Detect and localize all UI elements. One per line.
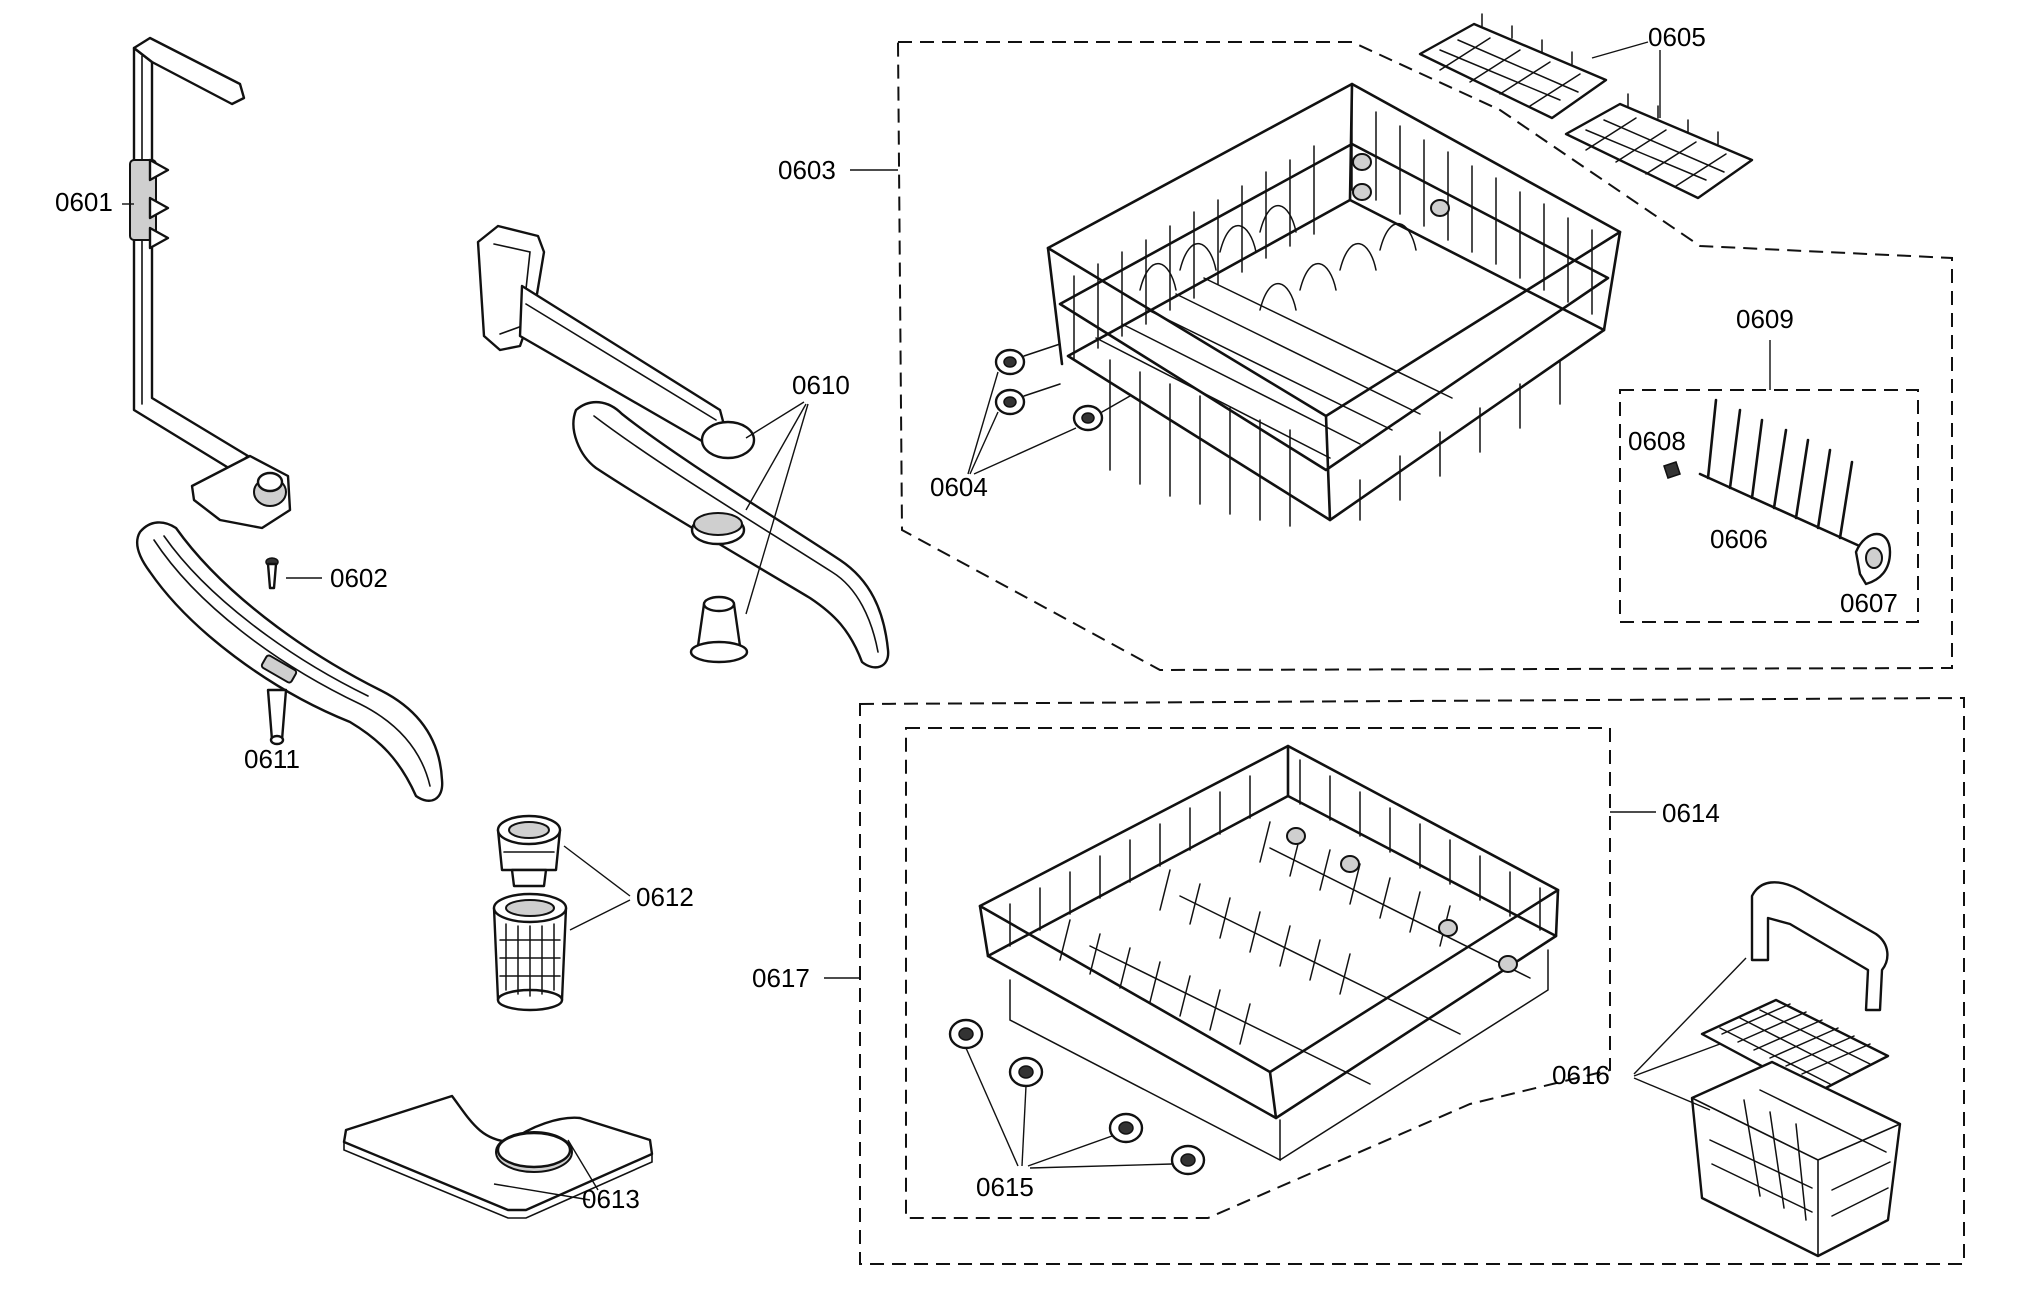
part-0610-upper-spray-arm: [476, 224, 890, 669]
group-0609-boundary: [1619, 389, 1919, 623]
part-0606-tine-row: [1698, 398, 1866, 550]
callout-0615: 0615: [976, 1172, 1034, 1202]
part-0603-upper-rack: [1046, 82, 1622, 527]
callout-0602: 0602: [330, 563, 388, 593]
part-0601-supply-tube: [129, 36, 292, 530]
callout-0612: 0612: [636, 882, 694, 912]
part-0614-lower-rack: [978, 744, 1560, 1162]
part-0602-screw: [265, 557, 279, 590]
callout-0606: 0606: [1710, 524, 1768, 554]
part-0604-rack-rollers: [994, 343, 1131, 432]
callout-0607: 0607: [1840, 588, 1898, 618]
callout-0617: 0617: [752, 963, 810, 993]
part-0607-holder-clip: [1854, 533, 1892, 586]
group-0617-boundary: [859, 696, 1965, 1265]
group-0603-boundary: [896, 41, 1953, 672]
callout-0613: 0613: [582, 1184, 640, 1214]
part-0613-filter-plate: [342, 1094, 654, 1219]
part-0605-cup-shelves: [1418, 13, 1754, 200]
callout-0610: 0610: [792, 370, 850, 400]
part-0611-lower-spray-arm: [136, 521, 444, 802]
callout-0608: 0608: [1628, 426, 1686, 456]
callout-0611: 0611: [244, 744, 300, 774]
callout-0605: 0605: [1648, 22, 1706, 52]
callout-0601: 0601: [55, 187, 113, 217]
callout-0603: 0603: [778, 155, 836, 185]
part-0608-clip: [1663, 461, 1681, 479]
callout-0604: 0604: [930, 472, 988, 502]
callout-0616: 0616: [1552, 1060, 1610, 1090]
group-0614-boundary: [905, 727, 1611, 1219]
part-0612-filter-assembly: [492, 814, 568, 1012]
callout-0609: 0609: [1736, 304, 1794, 334]
part-0616-cutlery-basket: [1690, 881, 1902, 1258]
callout-0614: 0614: [1662, 798, 1720, 828]
